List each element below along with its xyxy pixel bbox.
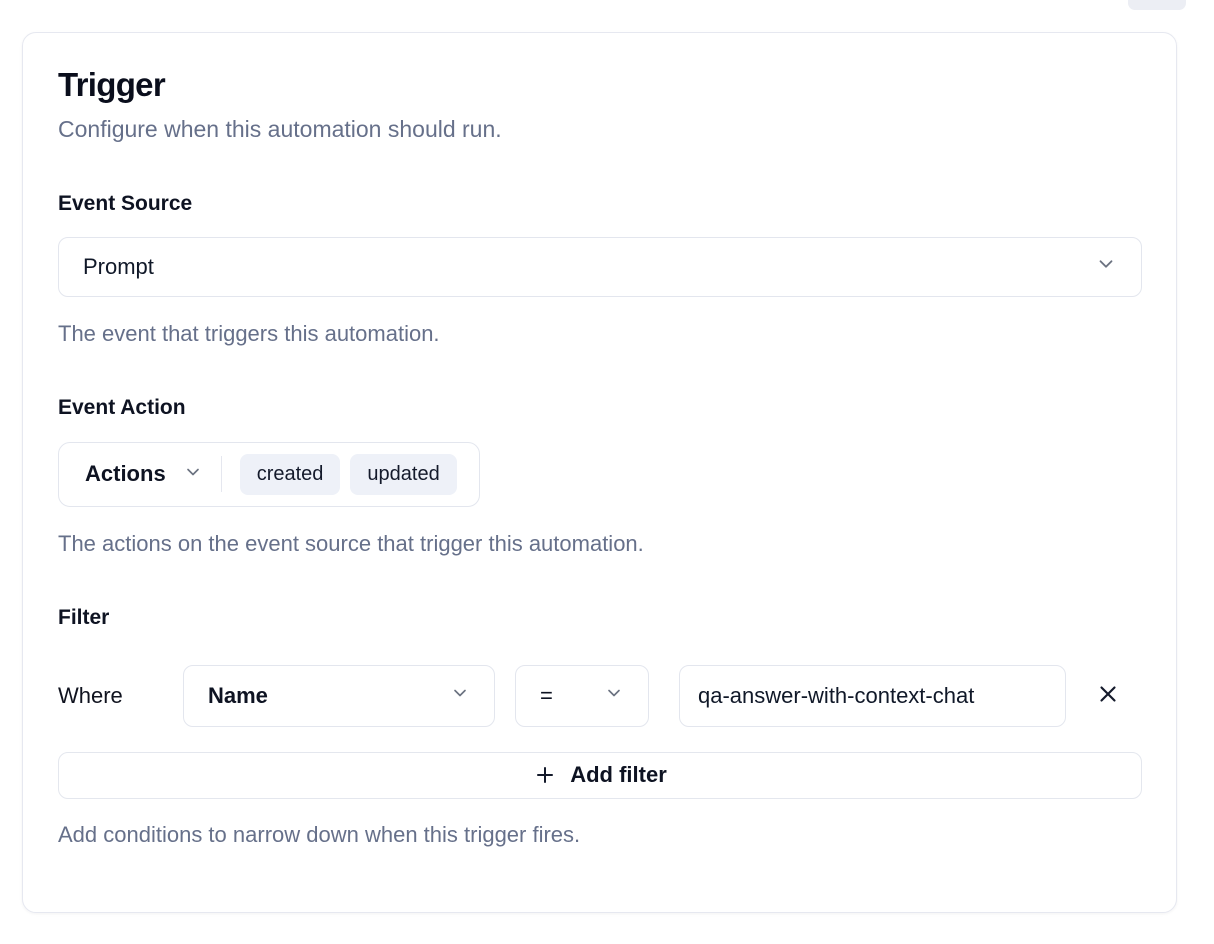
filter-row: Where Name = [58,664,1142,727]
add-filter-button[interactable]: Add filter [58,751,1142,799]
page-title: Trigger [58,66,166,103]
event-source-selected-value: Prompt [83,253,154,279]
filter-field-value: Name [208,682,268,708]
chevron-down-icon [604,683,624,709]
event-action-control: Actions created updated [58,441,480,507]
event-source-select[interactable]: Prompt [58,236,1142,297]
selected-action-tags: created updated [239,453,457,495]
filter-operator-value: = [540,682,553,708]
action-tag-updated[interactable]: updated [350,453,457,495]
filter-field-select[interactable]: Name [183,664,495,727]
close-icon [1095,681,1121,710]
action-tag-created[interactable]: created [239,453,341,495]
where-label: Where [58,682,123,708]
filter-label: Filter [58,605,110,629]
event-source-help: The event that triggers this automation. [58,320,440,346]
clipped-top-element [1128,0,1186,10]
trigger-card: Trigger Configure when this automation s… [22,32,1177,913]
remove-filter-button[interactable] [1092,680,1124,712]
chevron-down-icon [450,683,470,709]
chevron-down-icon[interactable] [183,462,203,487]
actions-dropdown[interactable]: Actions [85,461,166,487]
plus-icon [533,763,557,787]
filter-operator-select[interactable]: = [515,664,649,727]
event-source-label: Event Source [58,191,193,215]
page-subtitle: Configure when this automation should ru… [58,115,502,142]
filter-help: Add conditions to narrow down when this … [58,821,581,847]
divider [220,456,222,493]
chevron-down-icon [1095,253,1117,281]
filter-value-input[interactable] [679,664,1066,727]
add-filter-label: Add filter [570,762,667,788]
event-action-help: The actions on the event source that tri… [58,530,644,556]
event-action-label: Event Action [58,395,186,419]
